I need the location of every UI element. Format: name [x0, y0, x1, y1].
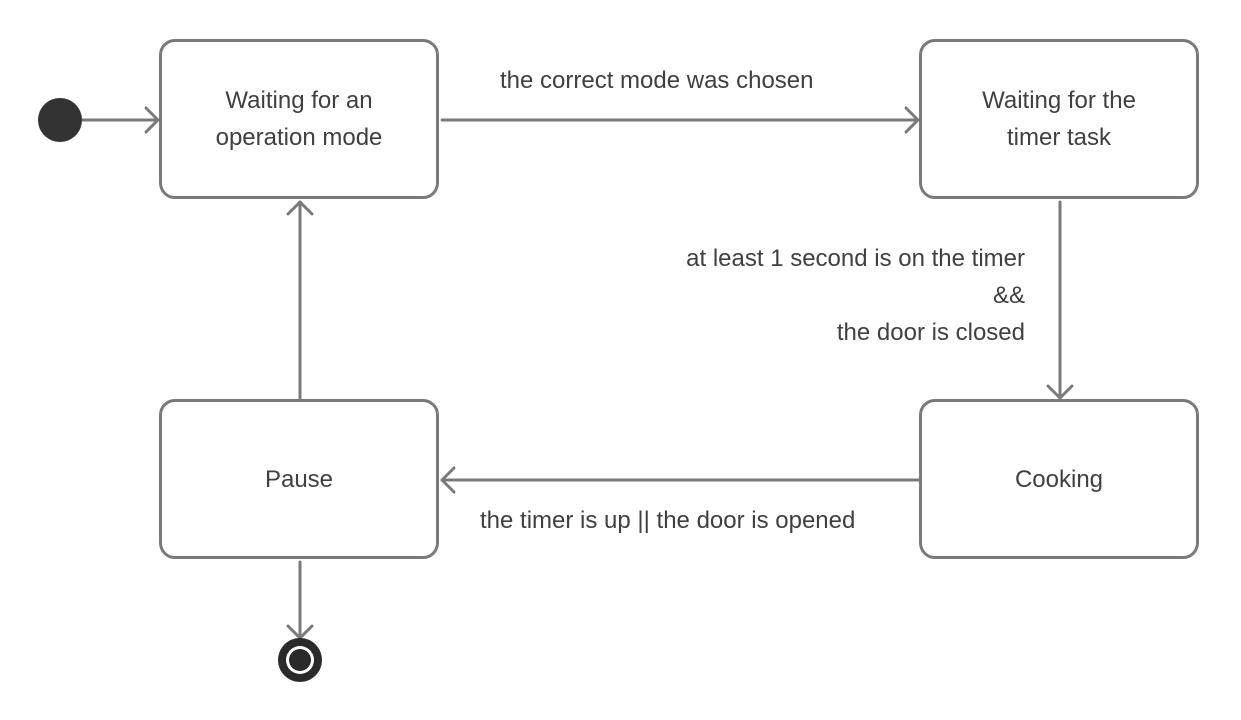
state-pause: Pause	[159, 399, 439, 559]
state-waiting-for-timer-task: Waiting for the timer task	[919, 39, 1199, 199]
transition-label-timer-set: at least 1 second is on the timer && the…	[686, 240, 1025, 351]
transition-label-mode-chosen: the correct mode was chosen	[500, 67, 814, 94]
guard-line: the door is closed	[836, 319, 1025, 346]
transition-initial-arrow	[78, 106, 160, 134]
final-node	[278, 638, 322, 682]
state-label: Cooking	[1014, 465, 1104, 493]
guard-line: &&	[992, 282, 1025, 309]
transition-final-arrow	[286, 560, 314, 640]
guard-line: at least 1 second is on the timer	[686, 245, 1025, 272]
transition-mode-chosen-arrow	[440, 106, 920, 134]
state-waiting-for-operation-mode: Waiting for an operation mode	[159, 39, 439, 199]
transition-timer-set-arrow	[1046, 200, 1074, 400]
state-label: Waiting for the timer task	[982, 87, 1136, 151]
transition-label-cooking-stop: the timer is up || the door is opened	[480, 507, 856, 534]
state-label: Pause	[264, 465, 334, 493]
transition-cooking-stop-arrow	[440, 466, 920, 494]
initial-node	[38, 98, 82, 142]
state-cooking: Cooking	[919, 399, 1199, 559]
transition-pause-resume-arrow	[286, 200, 314, 400]
state-label: Waiting for an operation mode	[215, 87, 383, 151]
